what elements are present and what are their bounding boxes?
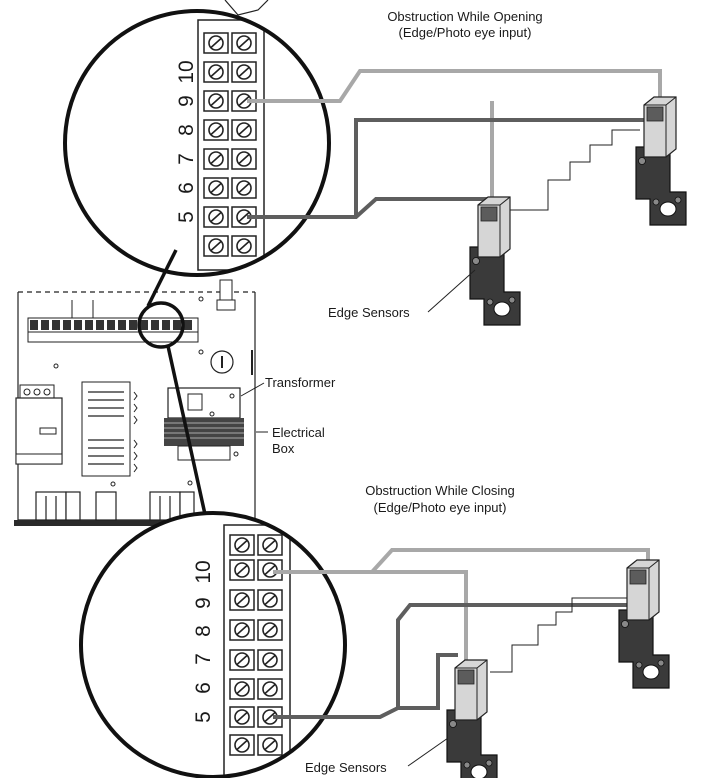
top-terminal-10: 10 <box>175 60 198 83</box>
box-label-line1: Electrical <box>272 425 325 440</box>
top-terminal-7: 7 <box>175 153 198 165</box>
bottom-terminal-6: 6 <box>192 682 215 694</box>
top-wires <box>247 69 662 219</box>
top-terminal-5: 5 <box>175 211 198 223</box>
top-title-line2: (Edge/Photo eye input) <box>399 25 532 40</box>
top-edge-label: Edge Sensors <box>328 305 410 320</box>
bottom-terminal-7: 7 <box>192 653 215 665</box>
top-zoom-connector <box>146 249 178 307</box>
top-edge-leader <box>427 269 476 313</box>
top-title-line1: Obstruction While Opening <box>387 9 542 24</box>
bottom-edge-label: Edge Sensors <box>305 760 387 775</box>
top-terminal-9: 9 <box>175 95 198 107</box>
bottom-terminal-9: 9 <box>192 597 215 609</box>
top-far-sensor <box>635 96 687 226</box>
zoom-highlight-circle <box>137 301 185 349</box>
bottom-terminal-numbers: 10 9 8 7 6 5 <box>192 560 215 723</box>
bottom-title-line2: (Edge/Photo eye input) <box>374 500 507 515</box>
top-terminal-8: 8 <box>175 124 198 136</box>
top-terminal-numbers: 10 9 8 7 6 5 <box>175 60 198 223</box>
top-near-sensor <box>469 196 521 326</box>
control-board <box>14 279 256 526</box>
bottom-terminal-5: 5 <box>192 711 215 723</box>
bottom-terminal-10: 10 <box>192 560 215 583</box>
box-label-line2: Box <box>272 441 295 456</box>
transformer-label: Transformer <box>265 375 336 390</box>
bottom-wires <box>273 548 650 719</box>
bottom-edge-leader <box>407 737 449 767</box>
bottom-terminal-magnifier: 10 9 8 7 6 5 <box>79 511 347 778</box>
top-terminal-6: 6 <box>175 182 198 194</box>
bottom-near-sensor <box>446 659 498 778</box>
bottom-zoom-connector <box>166 345 210 529</box>
top-partial-shape <box>224 0 269 16</box>
bottom-far-sensor <box>618 559 670 689</box>
transformer-leader <box>240 382 265 397</box>
top-terminal-magnifier: 10 9 8 7 6 5 <box>63 9 331 277</box>
bottom-title-line1: Obstruction While Closing <box>365 483 515 498</box>
bottom-terminal-8: 8 <box>192 625 215 637</box>
